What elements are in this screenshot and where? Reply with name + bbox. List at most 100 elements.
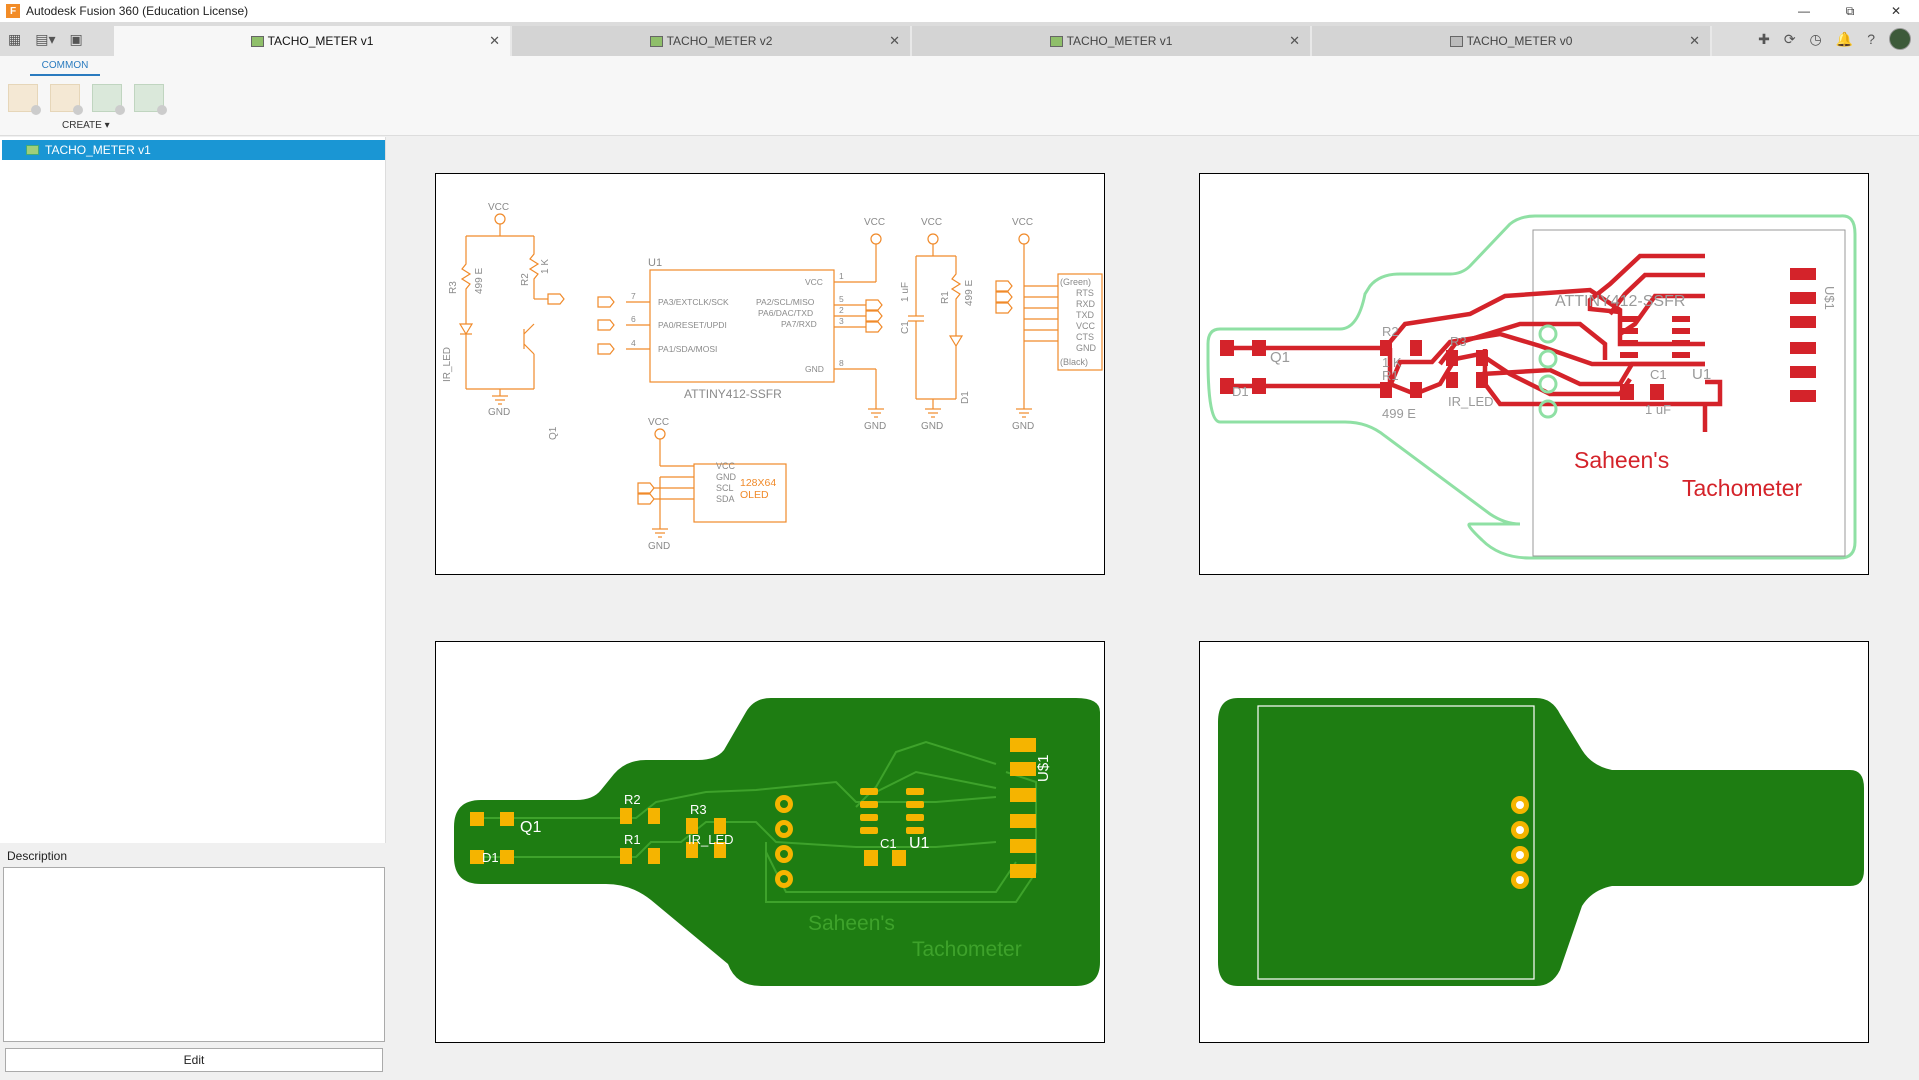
drill-hole [1516, 801, 1524, 809]
schematic-drawing: VCC GND R3 499 E R2 1 K IR_LED Q1 U1 ATT… [442, 202, 1103, 552]
ir-led-label: IR_LED [688, 832, 734, 847]
brand-line-2: Tachometer [912, 938, 1022, 961]
r3-label: R3 [448, 281, 459, 294]
close-tab-icon[interactable]: ✕ [489, 33, 500, 48]
description-label: Description [7, 849, 68, 863]
u1-pin-label: VCC [805, 277, 823, 287]
d1-pad [500, 850, 514, 864]
close-tab-icon[interactable]: ✕ [1689, 33, 1700, 48]
u1-pad [860, 801, 878, 808]
ir-led-symbol [458, 323, 474, 336]
ftdi-header-symbol [1057, 273, 1103, 371]
tab-label: TACHO_METER v0 [1466, 34, 1573, 48]
gnd-label: GND [1012, 421, 1034, 432]
pcb-doc-icon [250, 35, 264, 47]
u1-pin-number: 1 [839, 271, 844, 281]
q1-pad [500, 812, 514, 826]
u1-pin-number: 2 [839, 305, 844, 315]
board-top-pads [470, 738, 1036, 888]
r3-label: R3 [1450, 334, 1467, 349]
help-icon[interactable]: ? [1867, 31, 1875, 47]
vcc-label: VCC [1012, 217, 1033, 228]
u1-pin-label: PA1/SDA/MOSI [658, 344, 717, 354]
create-dropdown[interactable]: CREATE ▾ [62, 120, 110, 131]
job-status-icon[interactable]: ◷ [1809, 30, 1822, 47]
oled-header-pad [1790, 268, 1816, 280]
schematic-doc-icon [649, 35, 663, 47]
close-tab-icon[interactable]: ✕ [1289, 33, 1300, 48]
app-grid-icon[interactable]: ▦ [8, 30, 22, 47]
file-menu-icon[interactable]: ▤▾ [35, 30, 56, 47]
edit-board-icon[interactable] [134, 84, 167, 115]
new-drawing-icon[interactable] [8, 84, 41, 115]
tab-common[interactable]: COMMON [30, 60, 100, 76]
ftdi-pin-label: (Green) [1060, 277, 1091, 287]
u1-pad [906, 827, 924, 834]
r1-pad [648, 848, 660, 864]
ftdi-through-hole [1538, 399, 1558, 419]
r3-pad [714, 818, 726, 834]
description-textbox[interactable] [3, 867, 385, 1042]
app-toolbar-right: ✚ ⟳ ◷ 🔔 ? [1712, 22, 1919, 56]
u1-pad [906, 788, 924, 795]
r2-value-label: 1 K [1382, 355, 1402, 370]
brand-line-2: Tachometer [1682, 475, 1803, 501]
drill-hole [780, 850, 788, 858]
drill-hole [780, 825, 788, 833]
close-window-button[interactable]: ✕ [1890, 4, 1902, 18]
oled-silkscreen-outline [1532, 229, 1846, 557]
brand-line-1: Saheen's [808, 912, 895, 935]
oled-name-label: OLED [740, 489, 769, 501]
drill-holes [780, 800, 788, 883]
new-board-icon[interactable] [92, 84, 125, 115]
oled-header-pad [1790, 316, 1816, 328]
r2-label: R2 [520, 273, 531, 286]
board-layout-view[interactable]: Q1 D1 R2 R3 R1 IR_LED C1 U1 U$1 ATTINY41… [1199, 173, 1869, 575]
oled-header-pad [1790, 292, 1816, 304]
u1-pad [1672, 352, 1690, 358]
browser-root-item[interactable]: TACHO_METER v1 [2, 140, 385, 160]
c1-pad [892, 850, 906, 866]
u1-pin-label: PA2/SCL/MISO [756, 297, 815, 307]
canvas-area: VCC GND R3 499 E R2 1 K IR_LED Q1 U1 ATT… [387, 137, 1919, 1080]
avatar[interactable] [1889, 28, 1911, 50]
ftdi-through-hole [1538, 349, 1558, 369]
header-label: U$1 [1035, 754, 1052, 782]
c1-pad [1620, 384, 1634, 400]
d1-pad [1252, 378, 1266, 394]
tab-tacho-meter-v2[interactable]: TACHO_METER v2 ✕ [512, 26, 912, 56]
schematic-view[interactable]: VCC GND R3 499 E R2 1 K IR_LED Q1 U1 ATT… [435, 173, 1105, 575]
led-pad [714, 842, 726, 858]
oled-header-pad [1790, 366, 1816, 378]
r1-label: R1 [940, 291, 951, 304]
c1-pad [864, 850, 878, 866]
header-pad [1010, 864, 1036, 878]
drill-hole [1516, 876, 1524, 884]
tab-tacho-meter-v1-board[interactable]: TACHO_METER v1 ✕ [912, 26, 1312, 56]
gnd-label: GND [921, 421, 943, 432]
edit-drawing-icon[interactable] [50, 84, 83, 115]
u1-pad [1672, 316, 1690, 322]
new-tab-icon[interactable]: ✚ [1758, 30, 1770, 47]
tab-tacho-meter-v1-pcb[interactable]: TACHO_METER v1 ✕ [114, 26, 512, 56]
header-pad [1010, 839, 1036, 853]
r2-pad [1380, 340, 1392, 356]
board-bottom-render-view[interactable] [1199, 641, 1869, 1043]
edit-button[interactable]: Edit [5, 1048, 383, 1072]
c1-value-label: 1 uF [1645, 402, 1671, 417]
minimize-button[interactable]: — [1798, 4, 1810, 18]
u1-pin-number: 7 [631, 291, 636, 301]
extensions-icon[interactable]: ⟳ [1783, 30, 1796, 47]
attiny412-symbol [649, 269, 835, 383]
notifications-bell-icon[interactable]: 🔔 [1835, 30, 1854, 47]
c1-pad [1650, 384, 1664, 400]
tab-tacho-meter-v0[interactable]: TACHO_METER v0 ✕ [1312, 26, 1712, 56]
board-top-render-view[interactable]: Q1 D1 R2 R3 R1 IR_LED C1 U1 U$1 Saheen's… [435, 641, 1105, 1043]
restore-button[interactable]: ⧉ [1845, 4, 1855, 18]
u1-pad [1620, 340, 1638, 346]
u1-pad [1620, 352, 1638, 358]
oled-header-symbol [693, 463, 787, 523]
copper-pads [1220, 268, 1816, 402]
close-tab-icon[interactable]: ✕ [889, 33, 900, 48]
save-icon[interactable]: ▣ [69, 30, 83, 47]
